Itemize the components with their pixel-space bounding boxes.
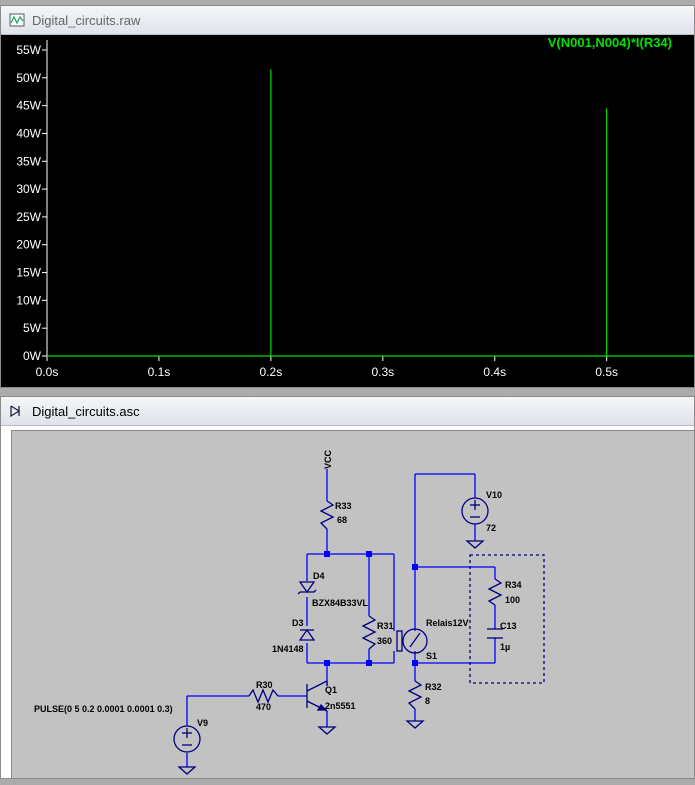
r33-value: 68 — [337, 515, 347, 525]
schematic-icon — [10, 405, 21, 418]
schematic-titlebar[interactable]: Digital_circuits.asc — [1, 397, 694, 426]
junction — [366, 551, 372, 557]
y-tick-label: 50W — [16, 71, 41, 85]
y-tick-label: 10W — [16, 293, 41, 307]
waveform-icon — [9, 13, 25, 27]
c13-label: C13 — [500, 621, 517, 631]
r31-value: 360 — [377, 636, 392, 646]
q1-transistor[interactable] — [306, 680, 328, 713]
x-tick-label: 0.2s — [260, 365, 283, 379]
r34-value: 100 — [505, 595, 520, 605]
y-tick-label: 5W — [23, 321, 42, 335]
q1-value: 2n5551 — [325, 701, 356, 711]
y-tick-label: 0W — [23, 349, 42, 363]
y-tick-label: 20W — [16, 238, 41, 252]
y-tick-label: 40W — [16, 126, 41, 140]
s1-label: S1 — [426, 651, 437, 661]
pulse-spec: PULSE(0 5 0.2 0.0001 0.0001 0.3) — [34, 704, 173, 714]
d3-diode[interactable] — [298, 628, 316, 641]
v10-value: 72 — [486, 523, 496, 533]
v9-voltage-source[interactable] — [173, 725, 201, 753]
d3-label: D3 — [292, 618, 304, 628]
v9-label: V9 — [197, 718, 208, 728]
ground-icon — [405, 720, 425, 729]
waveform-titlebar[interactable]: Digital_circuits.raw — [1, 6, 694, 35]
d4-label: D4 — [313, 571, 325, 581]
r31-resistor[interactable] — [361, 615, 377, 650]
y-tick-label: 35W — [16, 154, 41, 168]
r32-value: 8 — [425, 696, 430, 706]
component-labels: VCC R33 68 D4 BZX84B33VL D3 1N4148 R31 3… — [34, 449, 522, 728]
junction — [412, 564, 418, 570]
x-tick-label: 0.3s — [371, 365, 394, 379]
trace-label: V(N001,N004)*I(R34) — [548, 35, 672, 50]
schematic-title: Digital_circuits.asc — [32, 404, 140, 419]
schematic-window[interactable]: Digital_circuits.asc — [0, 396, 695, 779]
junction — [366, 660, 372, 666]
v10-label: V10 — [486, 490, 502, 500]
r34-label: R34 — [505, 580, 522, 590]
x-tick-label: 0.1s — [148, 365, 171, 379]
ground-icon — [317, 726, 337, 735]
symbols — [173, 497, 545, 775]
r31-label: R31 — [377, 621, 394, 631]
schematic-drawing[interactable]: VCC R33 68 D4 BZX84B33VL D3 1N4148 R31 3… — [12, 431, 695, 780]
x-tick-label: 0.0s — [36, 365, 59, 379]
waveform-plot[interactable]: 0W 5W 10W 15W 20W 25W 30W 35W 40W 45W 50W 55W 0.0s 0.… — [1, 35, 694, 387]
plot-area[interactable]: 0W 5W 10W 15W 20W 25W 30W 35W 40W 45W 50W 55W 0.0s 0.… — [1, 35, 694, 387]
d4-zener-diode[interactable] — [297, 581, 317, 595]
q1-label: Q1 — [325, 685, 337, 695]
r33-label: R33 — [335, 501, 352, 511]
r30-value: 470 — [256, 702, 271, 712]
ground-icon — [465, 540, 485, 549]
junction — [324, 551, 330, 557]
junction — [324, 660, 330, 666]
r33-resistor[interactable] — [319, 500, 335, 530]
y-tick-label: 25W — [16, 210, 41, 224]
d3-value: 1N4148 — [272, 644, 304, 654]
trace-line — [47, 69, 694, 357]
ground-icon — [177, 766, 197, 775]
y-tick-label: 55W — [16, 43, 41, 57]
selection-box — [469, 554, 545, 684]
r30-label: R30 — [256, 680, 273, 690]
r30-resistor[interactable] — [248, 688, 279, 704]
r32-label: R32 — [425, 682, 442, 692]
relay-label: Relais12V — [426, 618, 469, 628]
x-tick-label: 0.4s — [483, 365, 506, 379]
v10-voltage-source[interactable] — [461, 497, 489, 525]
waveform-window[interactable]: Digital_circuits.raw 0W 5W 10W 15W 20W 25W 30W… — [0, 5, 695, 388]
junction — [412, 660, 418, 666]
r32-resistor[interactable] — [407, 680, 423, 710]
y-tick-label: 30W — [16, 182, 41, 196]
c13-capacitor[interactable] — [487, 628, 503, 639]
waveform-title: Digital_circuits.raw — [32, 13, 141, 28]
junctions — [324, 551, 418, 666]
r34-resistor[interactable] — [487, 578, 503, 606]
y-tick-label: 45W — [16, 99, 41, 113]
schematic-canvas[interactable]: VCC R33 68 D4 BZX84B33VL D3 1N4148 R31 3… — [11, 430, 694, 778]
wires — [186, 469, 496, 767]
y-tick-label: 15W — [16, 266, 41, 280]
d4-value: BZX84B33VL — [312, 598, 369, 608]
relay-symbol[interactable] — [396, 628, 428, 654]
x-tick-label: 0.5s — [595, 365, 618, 379]
c13-value: 1µ — [500, 642, 510, 652]
vcc-label: VCC — [323, 449, 333, 469]
